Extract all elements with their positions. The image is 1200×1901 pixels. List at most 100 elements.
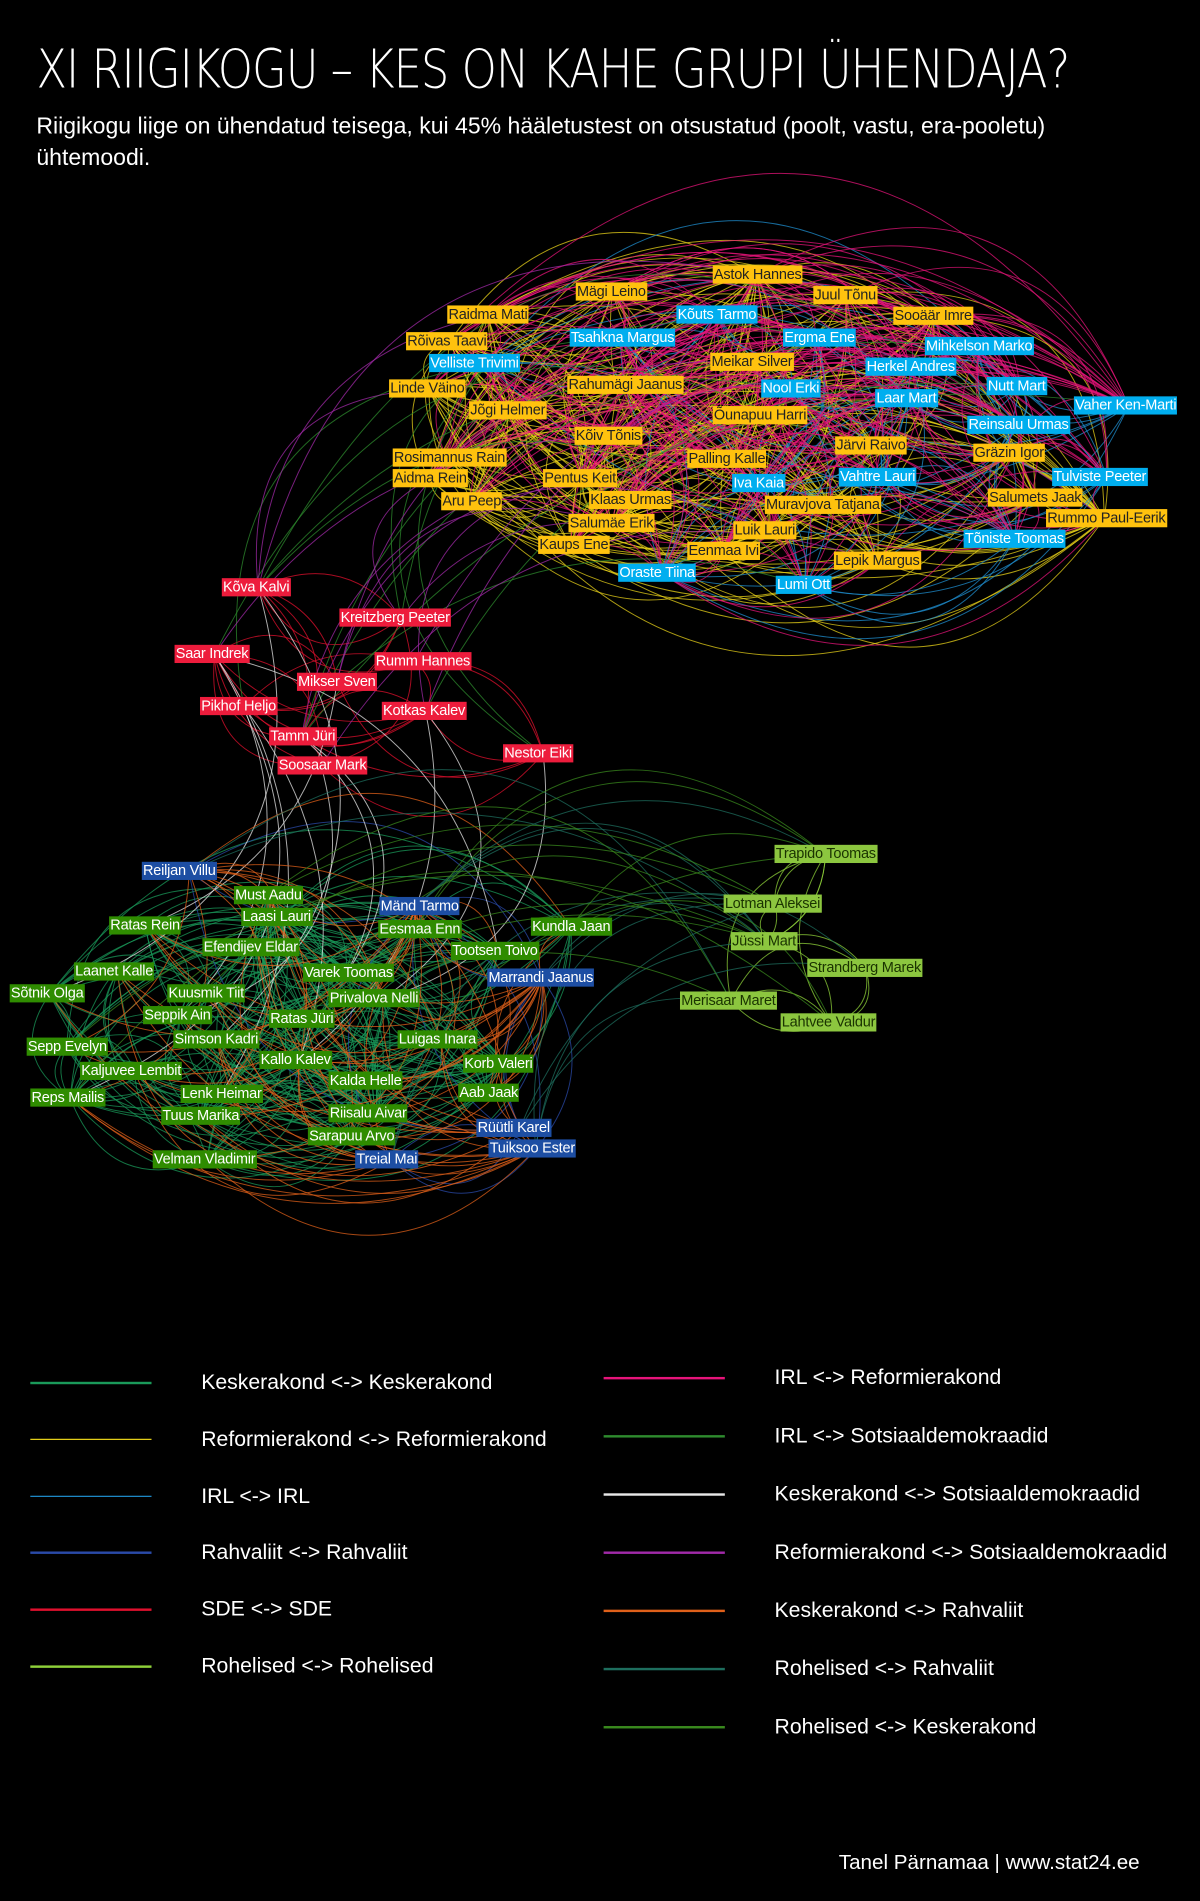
node-lumi-ott[interactable]: Lumi Ott [775, 575, 832, 594]
node-kreitzberg-peeter[interactable]: Kreitzberg Peeter [339, 608, 451, 627]
node-jussi-mart[interactable]: Jüssi Mart [730, 932, 798, 951]
node-juul-tonu[interactable]: Juul Tõnu [813, 286, 878, 305]
node-muravjova-tatjana[interactable]: Muravjova Tatjana [764, 495, 881, 514]
node-iva-kaia[interactable]: Iva Kaia [732, 473, 786, 493]
node-luigas-inara[interactable]: Luigas Inara [397, 1030, 478, 1049]
node-reiljan-villu[interactable]: Reiljan Villu [141, 861, 217, 880]
node-mihkelson-marko[interactable]: Mihkelson Marko [924, 336, 1034, 356]
node-seppik-ain[interactable]: Seppik Ain [143, 1006, 212, 1025]
edge-rohelised-rahvaliit [188, 769, 732, 1002]
node-meikar-silver[interactable]: Meikar Silver [710, 352, 794, 371]
node-aab-jaak[interactable]: Aab Jaak [458, 1083, 520, 1102]
node-tootsen-toivo[interactable]: Tootsen Toivo [450, 941, 539, 960]
node-klaas-urmas[interactable]: Klaas Urmas [589, 490, 673, 510]
node-simson-kadri[interactable]: Simson Kadri [173, 1030, 260, 1049]
node-saar-indrek[interactable]: Saar Indrek [174, 644, 250, 664]
node-jogi-helmer[interactable]: Jõgi Helmer [469, 401, 547, 420]
node-raidma-mati[interactable]: Raidma Mati [447, 305, 529, 324]
node-nool-erki[interactable]: Nool Erki [761, 379, 821, 398]
edge-irl-reform [576, 337, 621, 479]
node-merisaar-maret[interactable]: Merisaar Maret [679, 991, 777, 1010]
node-must-aadu[interactable]: Must Aadu [233, 886, 303, 905]
node-aru-peep[interactable]: Aru Peep [441, 492, 503, 511]
node-luik-lauri[interactable]: Luik Lauri [733, 521, 797, 540]
node-soosaar-mark[interactable]: Soosaar Mark [277, 756, 368, 775]
node-eenmaa-ivi[interactable]: Eenmaa Ivi [687, 541, 761, 560]
node-strandberg-marek[interactable]: Strandberg Marek [807, 958, 923, 977]
node-treial-mai[interactable]: Treial Mai [355, 1150, 419, 1169]
node-reps-mailis[interactable]: Reps Mailis [30, 1088, 106, 1107]
node-jarvi-raivo[interactable]: Järvi Raivo [835, 436, 907, 455]
node-kalda-helle[interactable]: Kalda Helle [328, 1071, 403, 1090]
edge-reform-reform [469, 501, 828, 601]
node-ratas-juri[interactable]: Ratas Jüri [269, 1009, 335, 1028]
node-astok-hannes[interactable]: Astok Hannes [712, 265, 803, 284]
node-rumm-hannes[interactable]: Rumm Hannes [374, 652, 472, 671]
node-pikhof-heljo[interactable]: Pikhof Heljo [199, 696, 278, 716]
node-nestor-eiki[interactable]: Nestor Eiki [503, 744, 574, 763]
node-efendijev-eldar[interactable]: Efendijev Eldar [202, 938, 300, 957]
node-kouts-tarmo[interactable]: Kõuts Tarmo [676, 305, 758, 324]
node-sooaar-imre[interactable]: Sooäär Imre [893, 306, 974, 325]
node-vahtre-lauri[interactable]: Vahtre Lauri [838, 467, 917, 487]
node-kaups-ene[interactable]: Kaups Ene [538, 535, 610, 554]
node-velman-vladimir[interactable]: Velman Vladimir [152, 1150, 257, 1169]
node-lepik-margus[interactable]: Lepik Margus [833, 551, 921, 570]
node-sepp-evelyn[interactable]: Sepp Evelyn [26, 1037, 109, 1056]
node-rahumagi-jaanus[interactable]: Rahumägi Jaanus [567, 375, 684, 394]
node-marrandi-jaanus[interactable]: Marrandi Jaanus [487, 968, 595, 987]
node-tuus-marika[interactable]: Tuus Marika [161, 1106, 241, 1125]
node-kuusmik-tiit[interactable]: Kuusmik Tiit [167, 984, 246, 1003]
node-tsahkna-margus[interactable]: Tsahkna Margus [569, 328, 676, 347]
node-kova-kalvi[interactable]: Kõva Kalvi [221, 578, 291, 597]
node-privalova-nelli[interactable]: Privalova Nelli [328, 989, 420, 1008]
node-lotman-aleksei[interactable]: Lotman Aleksei [723, 894, 822, 913]
node-salumae-erik[interactable]: Salumäe Erik [568, 513, 655, 533]
node-sarapuu-arvo[interactable]: Sarapuu Arvo [307, 1127, 396, 1146]
node-pentus-keit[interactable]: Pentus Keit [543, 469, 618, 488]
node-mikser-sven[interactable]: Mikser Sven [296, 672, 377, 691]
node-eesmaa-enn[interactable]: Eesmaa Enn [378, 919, 462, 939]
node-tuiksoo-ester[interactable]: Tuiksoo Ester [488, 1139, 577, 1158]
node-vaher-ken-marti[interactable]: Vaher Ken-Marti [1073, 396, 1178, 415]
node-velliste-trivimi[interactable]: Velliste Trivimi [429, 353, 520, 373]
node-rosimannus-rain[interactable]: Rosimannus Rain [392, 448, 507, 467]
node-grazin-igor[interactable]: Gräzin Igor [973, 443, 1046, 462]
node-riisalu-aivar[interactable]: Riisalu Aivar [328, 1104, 408, 1123]
node-palling-kalle[interactable]: Palling Kalle [687, 449, 767, 468]
node-lahtvee-valdur[interactable]: Lahtvee Valdur [780, 1013, 877, 1032]
node-ergma-ene[interactable]: Ergma Ene [783, 328, 857, 347]
node-tulviste-peeter[interactable]: Tulviste Peeter [1052, 467, 1148, 487]
node-roivas-taavi[interactable]: Rõivas Taavi [406, 332, 488, 351]
node-nutt-mart[interactable]: Nutt Mart [986, 376, 1047, 396]
node-kaljuvee-lembit[interactable]: Kaljuvee Lembit [79, 1061, 183, 1080]
node-linde-vaino[interactable]: Linde Väino [389, 379, 466, 398]
node-aidma-rein[interactable]: Aidma Rein [392, 469, 468, 488]
node-koiv-tonis[interactable]: Kõiv Tõnis [574, 426, 643, 445]
node-reinsalu-urmas[interactable]: Reinsalu Urmas [967, 415, 1070, 434]
node-rummo-paul-eerik[interactable]: Rummo Paul-Eerik [1046, 509, 1167, 528]
node-lenk-heimar[interactable]: Lenk Heimar [180, 1084, 263, 1104]
node-salumets-jaak[interactable]: Salumets Jaak [987, 488, 1083, 507]
node-magi-leino[interactable]: Mägi Leino [575, 282, 647, 301]
node-sotnik-olga[interactable]: Sõtnik Olga [9, 984, 85, 1003]
node-korb-valeri[interactable]: Korb Valeri [463, 1054, 534, 1073]
node-mand-tarmo[interactable]: Mänd Tarmo [379, 896, 460, 916]
node-ratas-rein[interactable]: Ratas Rein [109, 916, 182, 935]
edge-reform-reform [425, 314, 488, 459]
node-kotkas-kalev[interactable]: Kotkas Kalev [381, 701, 467, 720]
node-ounapuu-harri[interactable]: Õunapuu Harri [712, 406, 808, 425]
node-laasi-lauri[interactable]: Laasi Lauri [241, 907, 313, 927]
node-tamm-juri[interactable]: Tamm Jüri [269, 727, 337, 746]
node-herkel-andres[interactable]: Herkel Andres [865, 357, 957, 376]
node-oraste-tiina[interactable]: Oraste Tiina [618, 563, 697, 582]
node-ruutli-karel[interactable]: Rüütli Karel [476, 1118, 552, 1137]
node-trapido-toomas[interactable]: Trapido Toomas [774, 844, 878, 864]
node-kallo-kalev[interactable]: Kallo Kalev [259, 1050, 332, 1070]
node-kundla-jaan[interactable]: Kundla Jaan [530, 917, 612, 936]
node-laar-mart[interactable]: Laar Mart [875, 389, 938, 408]
node-laanet-kalle[interactable]: Laanet Kalle [73, 962, 155, 981]
node-toniste-toomas[interactable]: Tõniste Toomas [963, 529, 1066, 548]
edge-irl-reform [428, 253, 1129, 480]
node-varek-toomas[interactable]: Varek Toomas [303, 963, 395, 982]
